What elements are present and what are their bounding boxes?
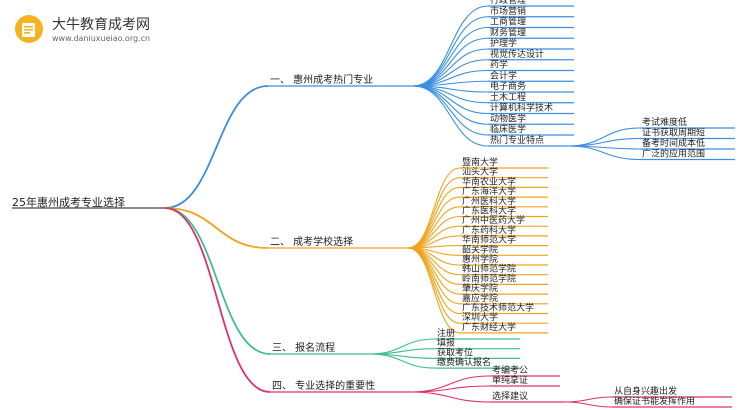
branch-1-child-8: 会计学: [490, 69, 517, 81]
branch-1-child-13: 临床医学: [490, 123, 526, 135]
branch-1-child-6: 视觉传达设计: [490, 48, 544, 60]
branch-2-child-7: 广州中医药大学: [462, 214, 525, 226]
branch-3-connector: [164, 207, 271, 355]
branch-2-child-12: 韩山师范学院: [462, 263, 516, 275]
branch-1-child-11-connector: [412, 85, 489, 115]
branch-1-child-3-connector: [412, 26, 489, 87]
branch-1-child-11: 计算机科学技术: [490, 102, 553, 114]
logo-title: 大牛教育成考网: [52, 17, 150, 33]
branch-1-child-5: 护理学: [490, 37, 517, 49]
branch-1-child-3: 工商管理: [490, 16, 526, 28]
branch-2-child-8: 广东药科大学: [462, 224, 516, 236]
logo-icon: [14, 14, 44, 44]
branch-1-child-9: 电子商务: [490, 80, 526, 92]
branch-2-child-13: 岭南师范学院: [462, 272, 516, 284]
branch-4-child-2: 单纯拿证: [492, 374, 528, 386]
branch-1-sub-child-4-connector: [567, 145, 641, 161]
branch-1-label: 一、 惠州成考热门专业: [270, 73, 373, 86]
root-topic: 25年惠州成考专业选择: [12, 195, 125, 209]
branch-2-child-4-connector: [407, 196, 461, 249]
branch-4-connector: [164, 207, 271, 393]
branch-1-sub-child-2: 证书获取周期短: [642, 127, 705, 139]
branch-4-sub-child-1: 从自身兴趣出发: [614, 385, 677, 397]
branch-2-child-6: 广东医科大学: [462, 205, 516, 217]
branch-4-sub-child-2-connector: [564, 401, 613, 408]
branch-4-label: 四、 专业选择的重要性: [272, 379, 375, 392]
branch-2-connector: [164, 207, 269, 249]
branch-3-child-4-connector: [369, 353, 436, 369]
branch-1-sub-connector: [412, 85, 489, 147]
branch-1-connector: [164, 85, 269, 209]
branch-4-child-1: 考编考公: [492, 364, 528, 376]
branch-2-child-15: 嘉应学院: [462, 292, 498, 304]
branch-2-child-13-connector: [407, 247, 461, 285]
branch-2-child-2: 汕头大学: [462, 166, 498, 178]
branch-1-sub-child-1-connector: [567, 127, 641, 147]
branch-4-sub-child-1-connector: [564, 396, 613, 403]
branch-2-child-18-connector: [407, 247, 461, 334]
branch-1-child-1: 行政管理: [490, 0, 526, 6]
branch-3-label: 三、 报名流程: [272, 341, 335, 354]
branch-2-child-16: 广东技术师范大学: [462, 302, 534, 314]
branch-1-sub-label: 热门专业特点: [490, 134, 544, 146]
branch-3-child-3: 获取考位: [437, 346, 473, 358]
branch-1-child-10: 土木工程: [490, 91, 526, 103]
branch-2-child-3: 华南农业大学: [462, 175, 516, 187]
branch-3-child-4: 缴费确认报名: [437, 356, 491, 368]
branch-2-label: 二、 成考学校选择: [270, 235, 353, 248]
branch-1-child-6-connector: [412, 59, 489, 87]
branch-2-child-9: 华南师范大学: [462, 234, 516, 246]
branch-2-child-14: 肇庆学院: [462, 282, 498, 294]
branch-2-child-5: 广州医科大学: [462, 195, 516, 207]
branch-2-child-18: 广东财经大学: [462, 321, 516, 333]
branch-1-child-7: 药学: [490, 59, 508, 71]
branch-2-child-10: 韶关学院: [462, 243, 498, 255]
branch-2-child-6-connector: [407, 215, 461, 249]
branch-1-child-1-connector: [412, 5, 489, 87]
branch-4-sub-label: 选择建议: [492, 390, 528, 402]
branch-2-child-17-connector: [407, 247, 461, 324]
branch-4-sub-child-2: 确保证书能发挥作用: [614, 395, 695, 407]
branch-2-child-1: 暨南大学: [462, 156, 498, 168]
logo-subtitle: www.daniuxueiao.org.cn: [52, 34, 151, 43]
branch-2-child-11: 惠州学院: [462, 253, 498, 265]
branch-2-child-17: 深圳大学: [462, 311, 498, 323]
branch-4-sub-connector: [409, 391, 491, 403]
branch-3-child-1: 注册: [437, 327, 455, 339]
branch-1-sub-child-1: 考试难度低: [642, 116, 687, 128]
branch-1-child-5-connector: [412, 48, 489, 87]
branch-1-child-2: 市场营销: [490, 5, 526, 17]
branch-3-child-2: 填报: [437, 337, 455, 349]
branch-1-sub-child-4: 广泛的应用范围: [642, 148, 705, 160]
branch-1-child-13-connector: [412, 85, 489, 136]
branch-1-sub-child-3: 备考时间成本低: [642, 137, 705, 149]
branch-2-child-4: 广东海洋大学: [462, 185, 516, 197]
branch-1-child-4: 财务管理: [490, 26, 526, 38]
branch-4-child-1-connector: [409, 375, 491, 393]
branch-2-child-16-connector: [407, 247, 461, 315]
branch-1-child-2-connector: [412, 16, 489, 87]
branch-1-child-12: 动物医学: [490, 112, 526, 124]
